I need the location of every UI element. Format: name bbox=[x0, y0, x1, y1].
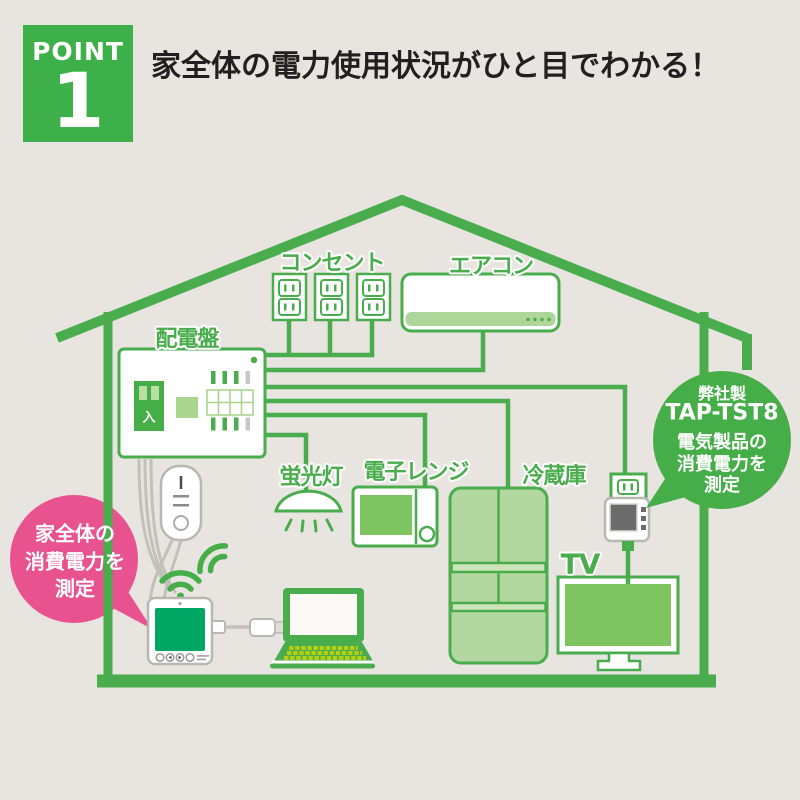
tv-stand bbox=[596, 651, 642, 672]
whole-house-callout-line2: 消費電力を bbox=[25, 549, 125, 574]
label-tv: TV bbox=[560, 547, 601, 581]
tv-screen bbox=[565, 584, 671, 646]
transmitter-unit bbox=[159, 464, 203, 542]
refrigerator bbox=[448, 486, 549, 665]
wire-microwave bbox=[265, 412, 428, 489]
breaker-switches-top bbox=[211, 371, 250, 384]
tv-plug-connector bbox=[622, 541, 634, 551]
breaker-switches-bottom bbox=[211, 417, 250, 431]
green-bubble-circle bbox=[653, 371, 791, 509]
laptop bbox=[270, 588, 375, 669]
point-badge-number: 1 bbox=[51, 56, 105, 145]
usb-cable bbox=[211, 618, 285, 637]
label-air-conditioner: エアコン bbox=[448, 254, 534, 279]
label-distribution-board: 配電盤 bbox=[155, 327, 219, 352]
product-callout-maker: 弊社製 bbox=[697, 384, 747, 403]
wire-light bbox=[265, 432, 309, 492]
outlet-panel bbox=[271, 272, 308, 322]
point-badge-label: POINT bbox=[32, 37, 124, 66]
wiring bbox=[265, 318, 628, 492]
air-conditioner bbox=[400, 272, 561, 333]
fluorescent-light bbox=[274, 489, 343, 533]
product-callout-line1: 電気製品の bbox=[677, 432, 767, 453]
product-callout-line3: 測定 bbox=[704, 475, 740, 496]
outlet-panels bbox=[271, 272, 392, 322]
meter-screen bbox=[609, 503, 638, 532]
product-callout-model: TAP-TST8 bbox=[665, 400, 779, 426]
roof bbox=[55, 194, 749, 343]
transmitter-wifi-icon bbox=[197, 543, 229, 575]
board-module bbox=[176, 397, 198, 418]
wire-refrigerator bbox=[265, 398, 511, 490]
display-unit bbox=[146, 596, 214, 666]
product-callout-line2: 消費電力を bbox=[677, 454, 767, 475]
board-led bbox=[250, 356, 258, 364]
watt-meter bbox=[603, 496, 651, 543]
tv bbox=[556, 575, 680, 672]
label-microwave: 電子レンジ bbox=[363, 460, 469, 485]
page-title: 家全体の電力使用状況がひと目でわかる！ bbox=[151, 49, 721, 84]
laptop-keys bbox=[284, 646, 366, 660]
whole-house-callout-line3: 測定 bbox=[55, 576, 95, 601]
point-badge: POINT 1 bbox=[23, 25, 133, 142]
wire-aircon bbox=[265, 329, 486, 373]
whole-house-callout-line1: 家全体の bbox=[35, 521, 115, 546]
distribution-board bbox=[117, 347, 267, 459]
wire-wall-outlet bbox=[265, 384, 628, 476]
display-wifi-icon bbox=[159, 570, 202, 592]
label-fluorescent-light: 蛍光灯 bbox=[279, 465, 343, 490]
breaker-grid bbox=[206, 389, 254, 416]
display-screen bbox=[155, 608, 205, 651]
wall-outlet-plate bbox=[609, 472, 648, 502]
outlet-panel bbox=[355, 272, 392, 322]
main-breaker-label: 入 bbox=[142, 410, 156, 426]
microwave bbox=[351, 485, 439, 548]
label-refrigerator: 冷蔵庫 bbox=[522, 464, 586, 489]
label-outlets: コンセント bbox=[279, 251, 385, 276]
product-callout-bubble bbox=[646, 371, 791, 509]
outlet-panel bbox=[313, 272, 350, 322]
